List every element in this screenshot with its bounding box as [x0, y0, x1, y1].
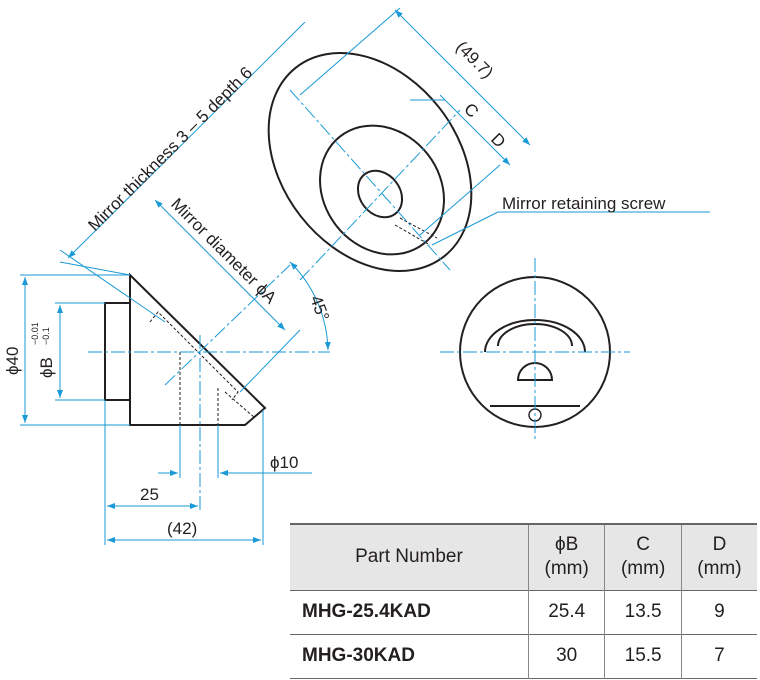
cell-part: MHG-30KAD	[302, 645, 415, 666]
angle-arc	[289, 261, 331, 351]
header-part-number: Part Number	[355, 546, 463, 568]
dim42-label: (42)	[167, 519, 197, 538]
dimD-label: D	[487, 129, 509, 151]
dia40-label: ϕ40	[3, 347, 22, 375]
diaB-tol-upper: −0.01	[30, 322, 40, 345]
angle-label: 45°	[306, 293, 333, 324]
table-header-row: Part Number ϕB(mm) C(mm) D(mm)	[290, 524, 757, 590]
dia10-label: ϕ10	[270, 453, 298, 472]
retaining-screw-label: Mirror retaining screw	[502, 194, 666, 213]
part-spec-table: Part Number ϕB(mm) C(mm) D(mm) MHG-25.4K…	[290, 523, 757, 679]
cell-d: 7	[680, 634, 757, 678]
cell-b: 25.4	[527, 590, 605, 634]
table-row: MHG-30KAD 30 15.5 7	[290, 634, 757, 678]
bottom-view	[440, 258, 630, 440]
mirror-pocket-hidden	[149, 311, 239, 401]
header-c: C(mm)	[604, 524, 682, 590]
cell-b: 30	[527, 634, 605, 678]
diaB-tol-lower: −0.1	[41, 327, 51, 345]
table-row: MHG-25.4KAD 25.4 13.5 9	[290, 590, 757, 634]
cell-d: 9	[680, 590, 757, 634]
side-view: Mirror thickness 3 – 5 depth 6 Mirror di…	[3, 21, 333, 545]
cell-c: 15.5	[604, 634, 682, 678]
body-outline	[129, 272, 267, 426]
mirror-diameter-label: Mirror diameter ϕA	[167, 194, 280, 307]
header-d: D(mm)	[680, 524, 757, 590]
cell-part: MHG-25.4KAD	[302, 601, 431, 622]
diaB-label: ϕB	[37, 357, 56, 378]
dim49-7-label: (49.7)	[452, 37, 497, 82]
cell-c: 13.5	[604, 590, 682, 634]
dim25-label: 25	[140, 485, 159, 504]
header-b: ϕB(mm)	[527, 524, 605, 590]
front-view: (49.7) C D Mirror retaining screw	[267, 7, 710, 281]
